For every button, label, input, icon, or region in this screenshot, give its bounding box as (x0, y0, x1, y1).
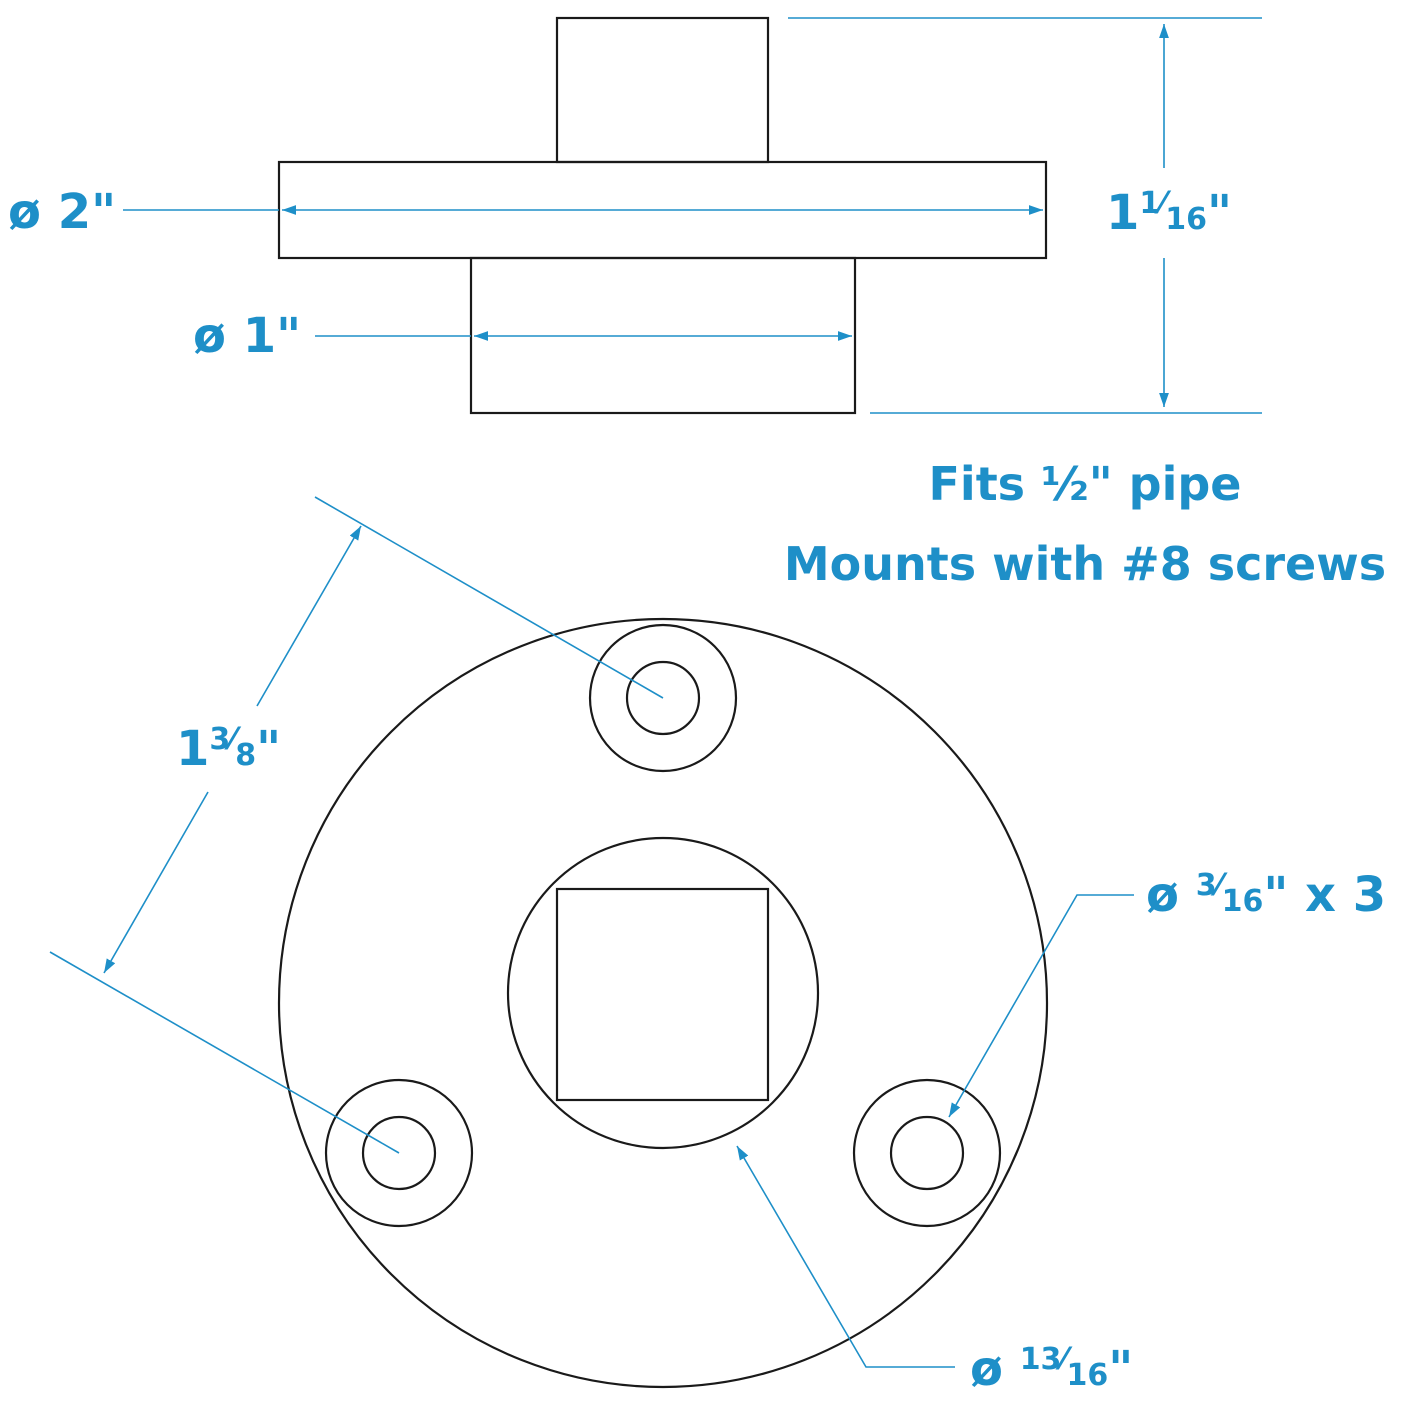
mount-boss-top (588, 623, 738, 773)
flange-diameter-label: ø 2" (8, 184, 116, 240)
mount-boss-left (324, 1078, 474, 1228)
screw-hole-right (889, 1115, 965, 1191)
height-suffix: " (1207, 185, 1232, 241)
base-diameter-label: ø 1" (193, 308, 301, 364)
center-hole (506, 836, 820, 1150)
spacing-denominator: 8 (235, 738, 256, 773)
screw-hole-leader (948, 894, 1134, 1118)
overall-height-label: 11⁄16" (1106, 185, 1232, 241)
center-prefix: ø (970, 1341, 1020, 1397)
screw-numerator: 3 (1196, 868, 1217, 903)
center-denominator: 16 (1066, 1358, 1108, 1393)
spacing-dim-line-upper (256, 525, 362, 707)
note-fits-pipe: Fits ½" pipe (929, 457, 1242, 511)
spacing-dim-line-lower (103, 791, 209, 974)
spacing-whole: 1 (176, 721, 209, 777)
spacing-numerator: 3 (209, 722, 230, 757)
center-hole-leader (736, 1145, 955, 1368)
bolt-spacing-label: 13⁄8" (176, 721, 281, 777)
mount-boss-right (852, 1078, 1002, 1228)
height-whole: 1 (1106, 185, 1139, 241)
screw-hole-label: ø 3⁄16" x 3 (1146, 867, 1386, 923)
spacing-extension-top (314, 496, 664, 699)
spacing-extension-left (49, 951, 400, 1154)
screw-prefix: ø (1146, 867, 1196, 923)
top-view (277, 617, 1049, 1389)
screw-hole-top (625, 660, 701, 736)
center-numerator: 13 (1020, 1342, 1062, 1377)
screw-suffix: " x 3 (1263, 867, 1386, 923)
square-socket (555, 887, 770, 1102)
center-hole-label: ø 13⁄16" (970, 1341, 1133, 1397)
screw-denominator: 16 (1222, 884, 1264, 919)
center-suffix: " (1108, 1341, 1133, 1397)
spacing-suffix: " (256, 721, 281, 777)
flange-outline (277, 617, 1049, 1389)
side-view (277, 16, 1048, 415)
note-mounting-screws: Mounts with #8 screws (784, 537, 1386, 591)
screw-hole-left (361, 1115, 437, 1191)
pipe-socket-top (555, 16, 770, 164)
height-numerator: 1 (1139, 186, 1160, 221)
top-view-dimensions (49, 496, 1134, 1368)
height-denominator: 16 (1165, 202, 1207, 237)
side-view-dimensions (123, 17, 1262, 414)
